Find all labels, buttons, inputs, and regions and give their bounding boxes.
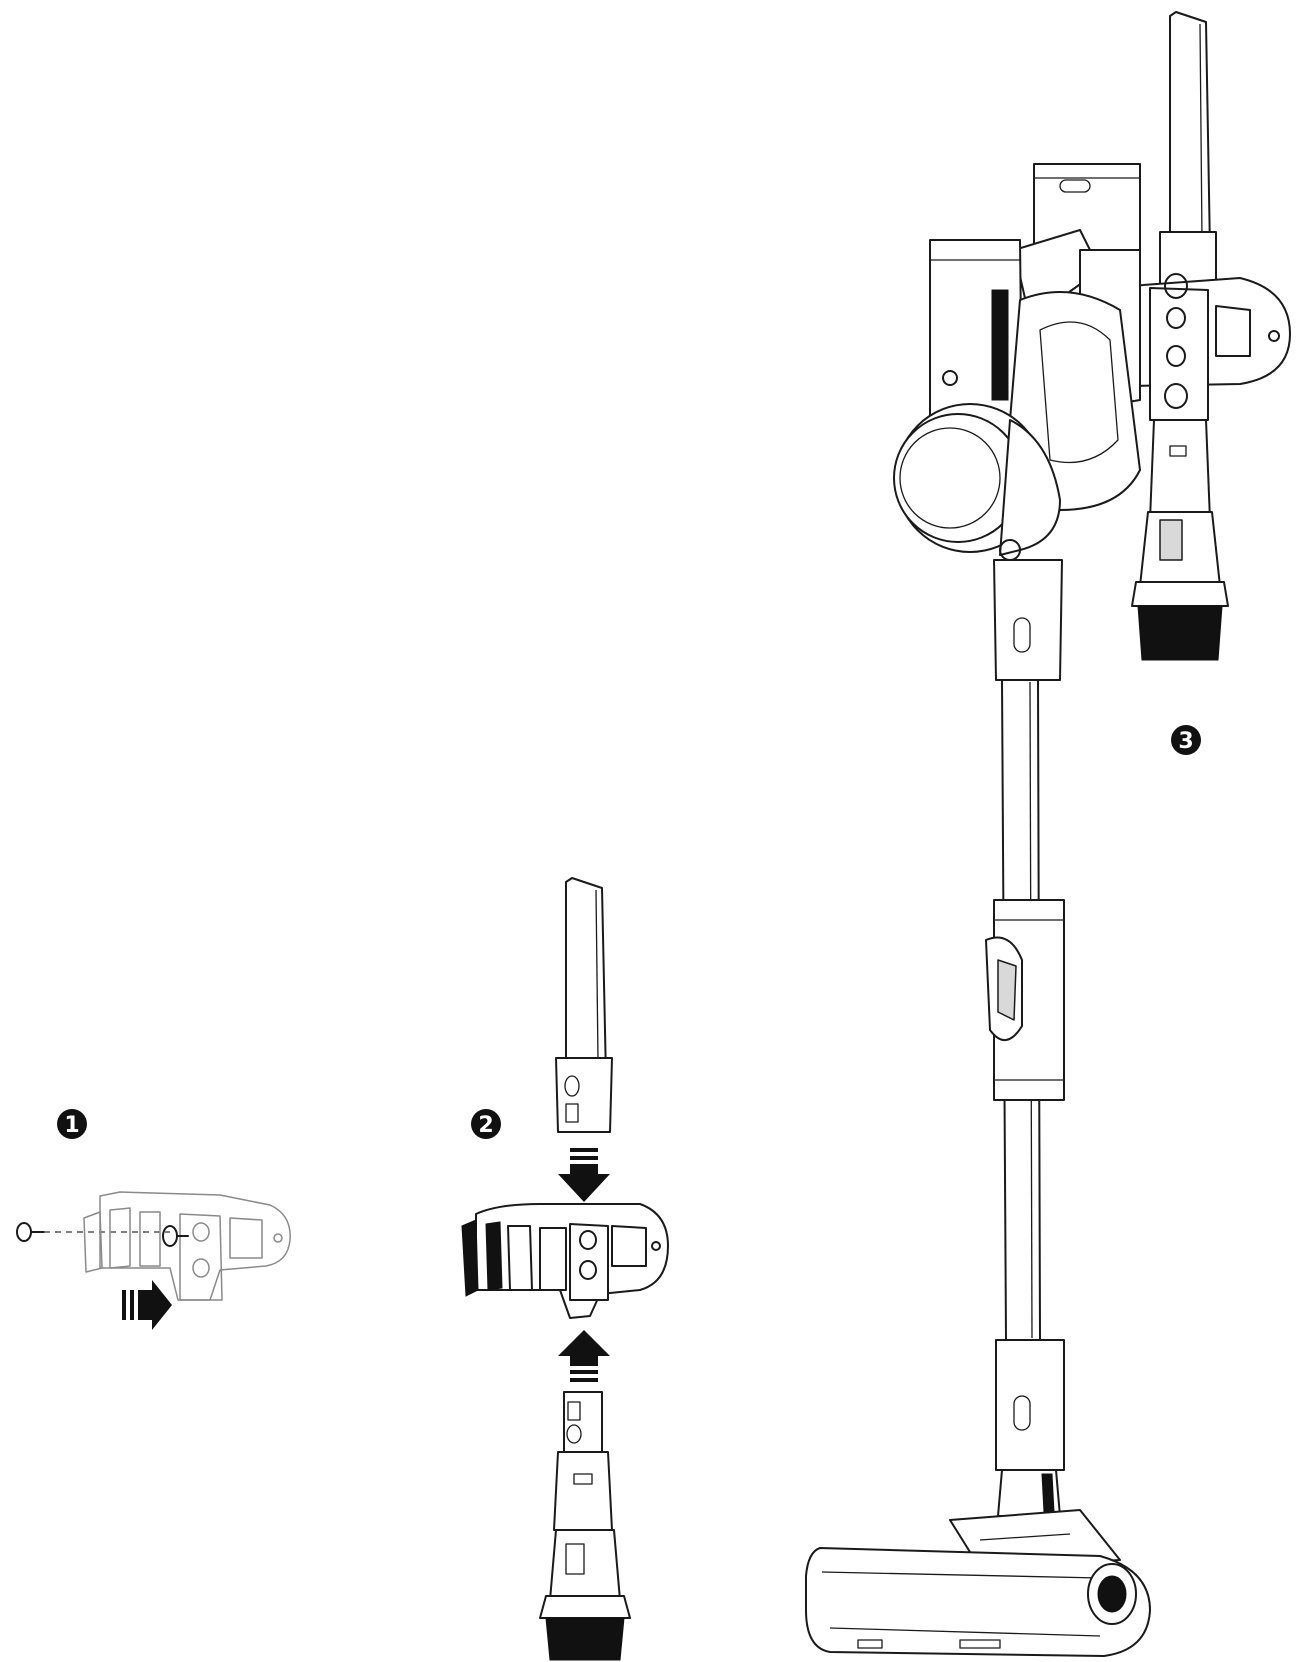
step-2-number: 2 xyxy=(478,1113,493,1138)
brush-tool-icon xyxy=(539,1391,631,1661)
step-1-badge: 1 xyxy=(57,1109,87,1139)
screw-icon xyxy=(16,1222,170,1242)
stored-brush-tool-icon xyxy=(1131,419,1229,661)
mounted-wall-bracket-icon xyxy=(1109,273,1291,421)
stored-crevice-tool-icon xyxy=(1159,11,1217,297)
step-3-group: 3 xyxy=(805,11,1291,1657)
step-2-badge: 2 xyxy=(471,1109,501,1139)
push-right-arrow-icon xyxy=(122,1280,172,1330)
wall-bracket-faint-icon xyxy=(83,1191,291,1301)
arrow-up-icon xyxy=(558,1330,610,1382)
arrow-down-icon xyxy=(558,1148,610,1202)
lower-tube-sleeve-icon xyxy=(995,1339,1065,1517)
wall-bracket-icon xyxy=(461,1203,669,1319)
crevice-tool-icon xyxy=(555,877,613,1133)
tube-release-button-icon xyxy=(985,899,1065,1101)
step-1-group: 1 xyxy=(16,1109,291,1330)
step-3-number: 3 xyxy=(1178,729,1193,754)
step-1-number: 1 xyxy=(64,1113,79,1138)
vacuum-body-icon xyxy=(893,163,1141,561)
floor-brush-head-icon xyxy=(805,1509,1151,1657)
tube-connector-icon xyxy=(993,559,1063,681)
step-2-group: 2 xyxy=(461,877,669,1661)
step-3-badge: 3 xyxy=(1171,725,1201,755)
